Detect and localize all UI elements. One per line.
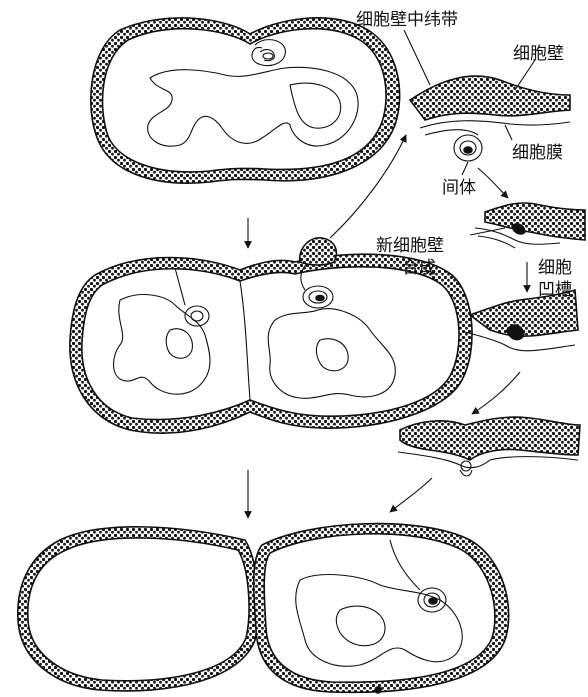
- label-cell-groove-line1: 细胞: [538, 258, 572, 278]
- label-cell-wall: 细胞壁: [513, 44, 564, 64]
- label-cell-groove-line2: 凹槽: [538, 280, 572, 300]
- stage1-cell: [91, 18, 400, 183]
- stage3-cells: [18, 524, 509, 693]
- stage3-right-membrane: [264, 534, 495, 682]
- stage3-left-membrane: [28, 538, 249, 681]
- label-cell-wall-middle-band: 细胞壁中纬带: [356, 10, 458, 30]
- inset-4: [398, 417, 580, 476]
- inset-2: [475, 203, 585, 248]
- label-cell-membrane: 细胞膜: [512, 143, 563, 163]
- label-mesosome: 间体: [442, 178, 476, 198]
- label-new-cell-wall-line1: 新细胞壁: [376, 236, 444, 256]
- stage2-cell-membrane: [82, 267, 459, 420]
- stage1-cell-membrane: [103, 29, 387, 172]
- label-new-cell-wall-line2: 合成: [402, 258, 436, 278]
